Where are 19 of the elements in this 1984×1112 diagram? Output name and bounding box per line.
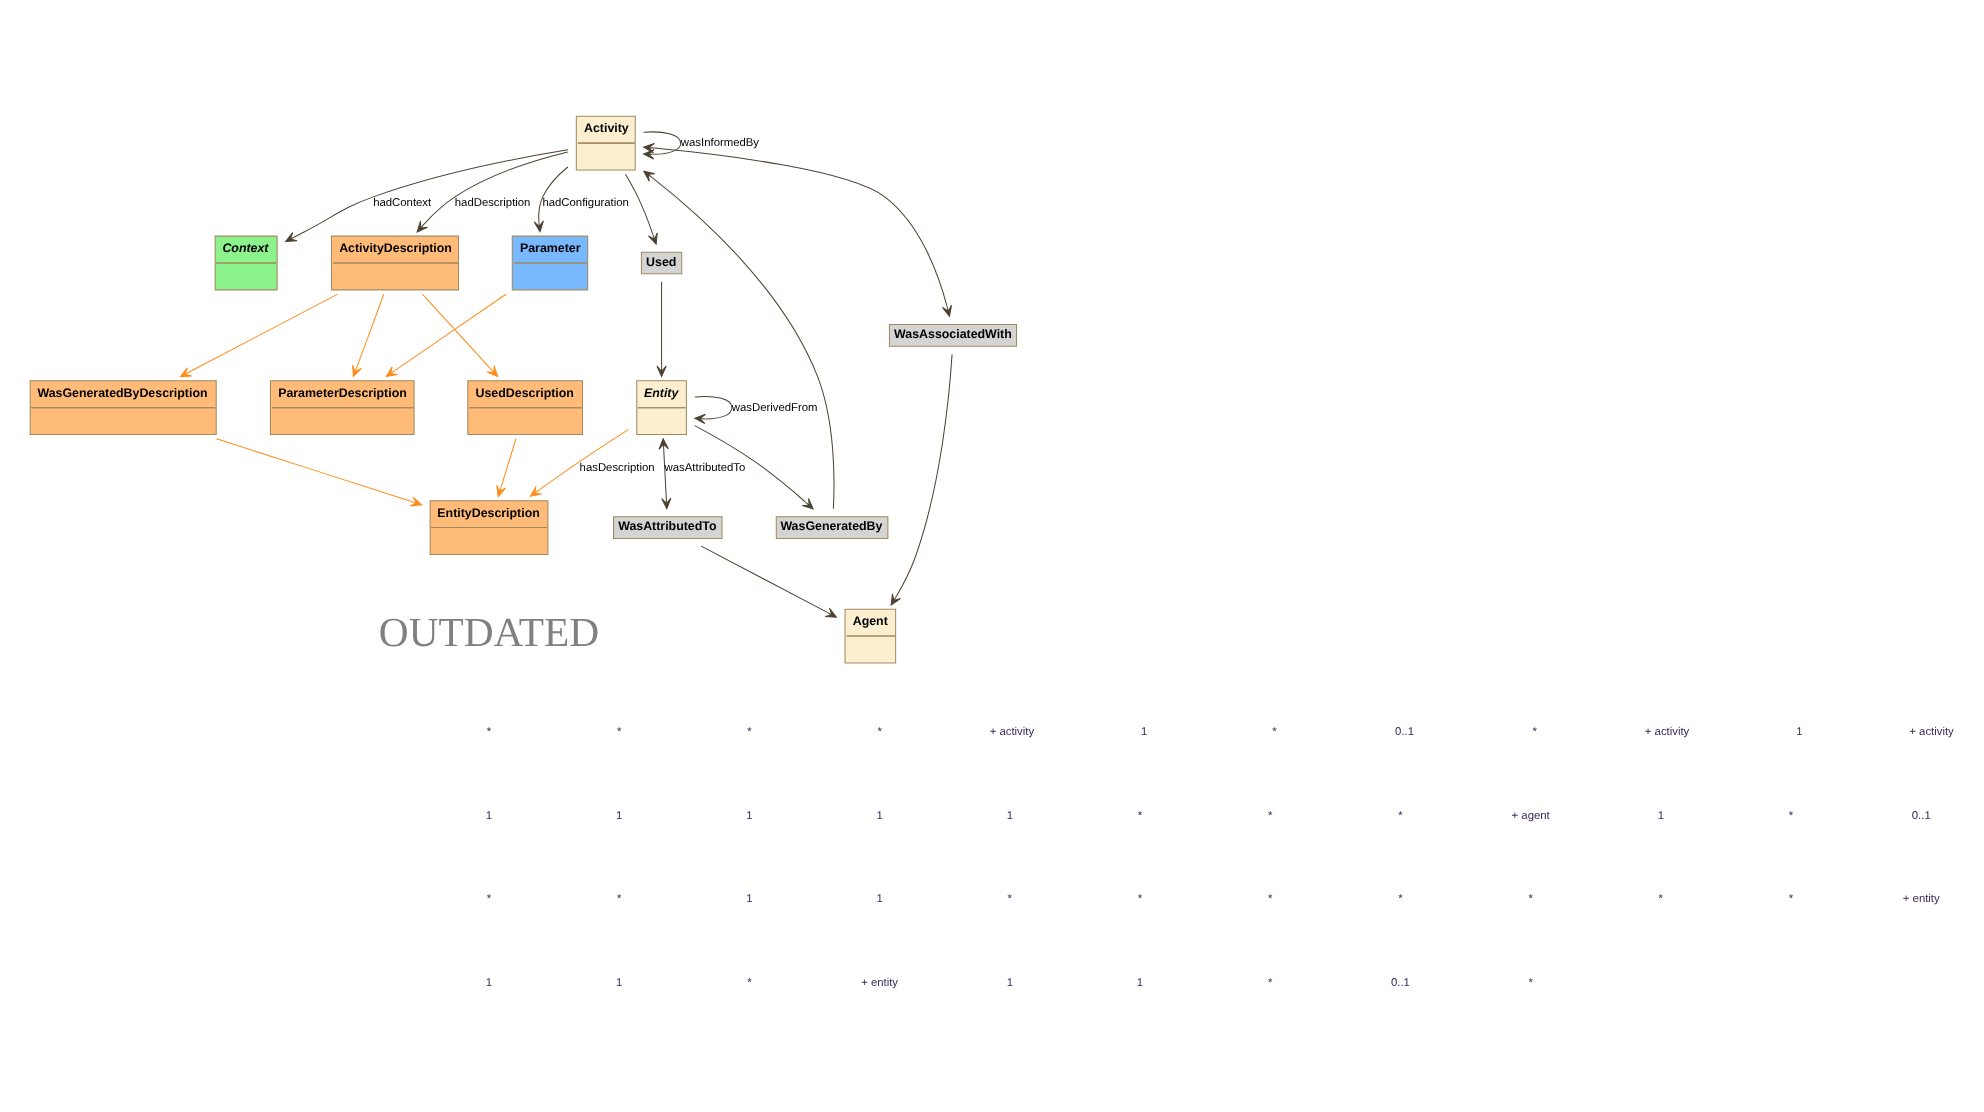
arrow: [694, 394, 733, 424]
arrow: [285, 148, 569, 241]
arrow: [533, 165, 569, 232]
arrow: [656, 280, 667, 376]
arrow: [416, 150, 569, 232]
arrow: [215, 437, 423, 506]
arrow: [352, 292, 385, 376]
arrow: [700, 544, 837, 617]
arrow: [694, 424, 814, 509]
arrow: [658, 437, 672, 509]
arrow: [643, 130, 682, 159]
arrow: [890, 352, 953, 605]
arrow: [385, 292, 507, 376]
arrow: [422, 292, 499, 376]
arrow: [179, 292, 339, 377]
arrow: [496, 437, 517, 497]
label: OUTDATED: [378, 611, 600, 656]
arrow: [529, 428, 629, 496]
arrow: [624, 172, 658, 244]
